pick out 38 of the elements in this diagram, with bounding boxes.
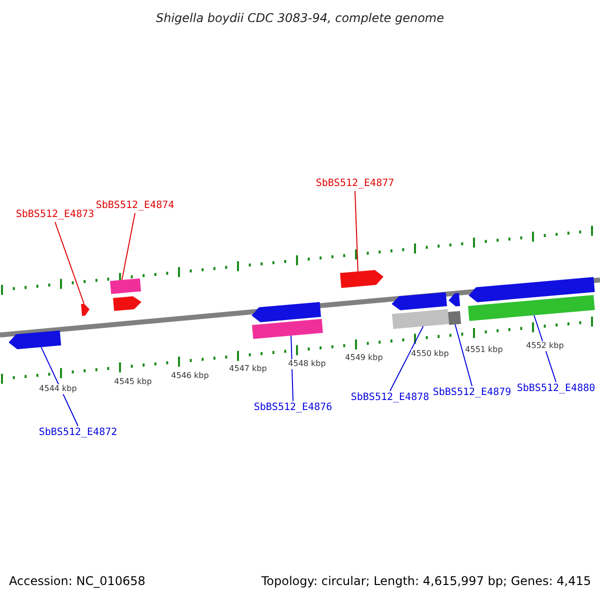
scale-label: 4551 kbp [465,345,503,355]
gene-bar [392,309,450,329]
gene-bar [110,278,142,294]
gene-label: SbBS512_E4873 [16,209,94,221]
gene-label: SbBS512_E4876 [254,402,332,414]
gene-label: SbBS512_E4878 [350,392,430,404]
gene-label: SbBS512_E4872 [38,427,118,439]
gene-pointer-block [81,304,90,316]
scale-label: 4548 kbp [288,359,326,369]
gene-pointer-block [468,277,595,302]
scale-label: 4549 kbp [345,353,383,363]
gene-label: SbBS512_E4879 [432,387,512,399]
leader-line [390,326,424,392]
leader-line [54,222,84,304]
leader-line [454,324,472,386]
diagram-title: Shigella boydii CDC 3083-94, complete genome [156,10,444,26]
gene-pointer-block [113,296,142,311]
leader-line [534,314,556,382]
gene-pointer-block [252,302,322,322]
leader-line [121,212,136,280]
gene-pointer-block [340,270,384,288]
leader-line [354,190,358,272]
gene-pointer-block [448,293,460,306]
gene-bar [252,318,323,339]
scale-label: 4550 kbp [411,349,449,359]
gene-label: SbBS512_E4874 [96,200,174,212]
gene-label: SbBS512_E4880 [516,383,596,395]
scale-label: 4547 kbp [229,364,267,374]
genome-summary: Topology: circular; Length: 4,615,997 bp; Genes: 4,415 [261,574,591,588]
scale-label: 4552 kbp [526,341,564,351]
leader-line [40,346,78,426]
gene-pointer-block [8,330,62,350]
scale-label: 4545 kbp [114,377,152,387]
accession-text: Accession: NC_010658 [9,574,146,588]
scale-label: 4546 kbp [171,371,209,381]
gene-bar [468,295,595,321]
gene-label: SbBS512_E4877 [316,178,394,190]
scale-label: 4544 kbp [39,384,77,394]
